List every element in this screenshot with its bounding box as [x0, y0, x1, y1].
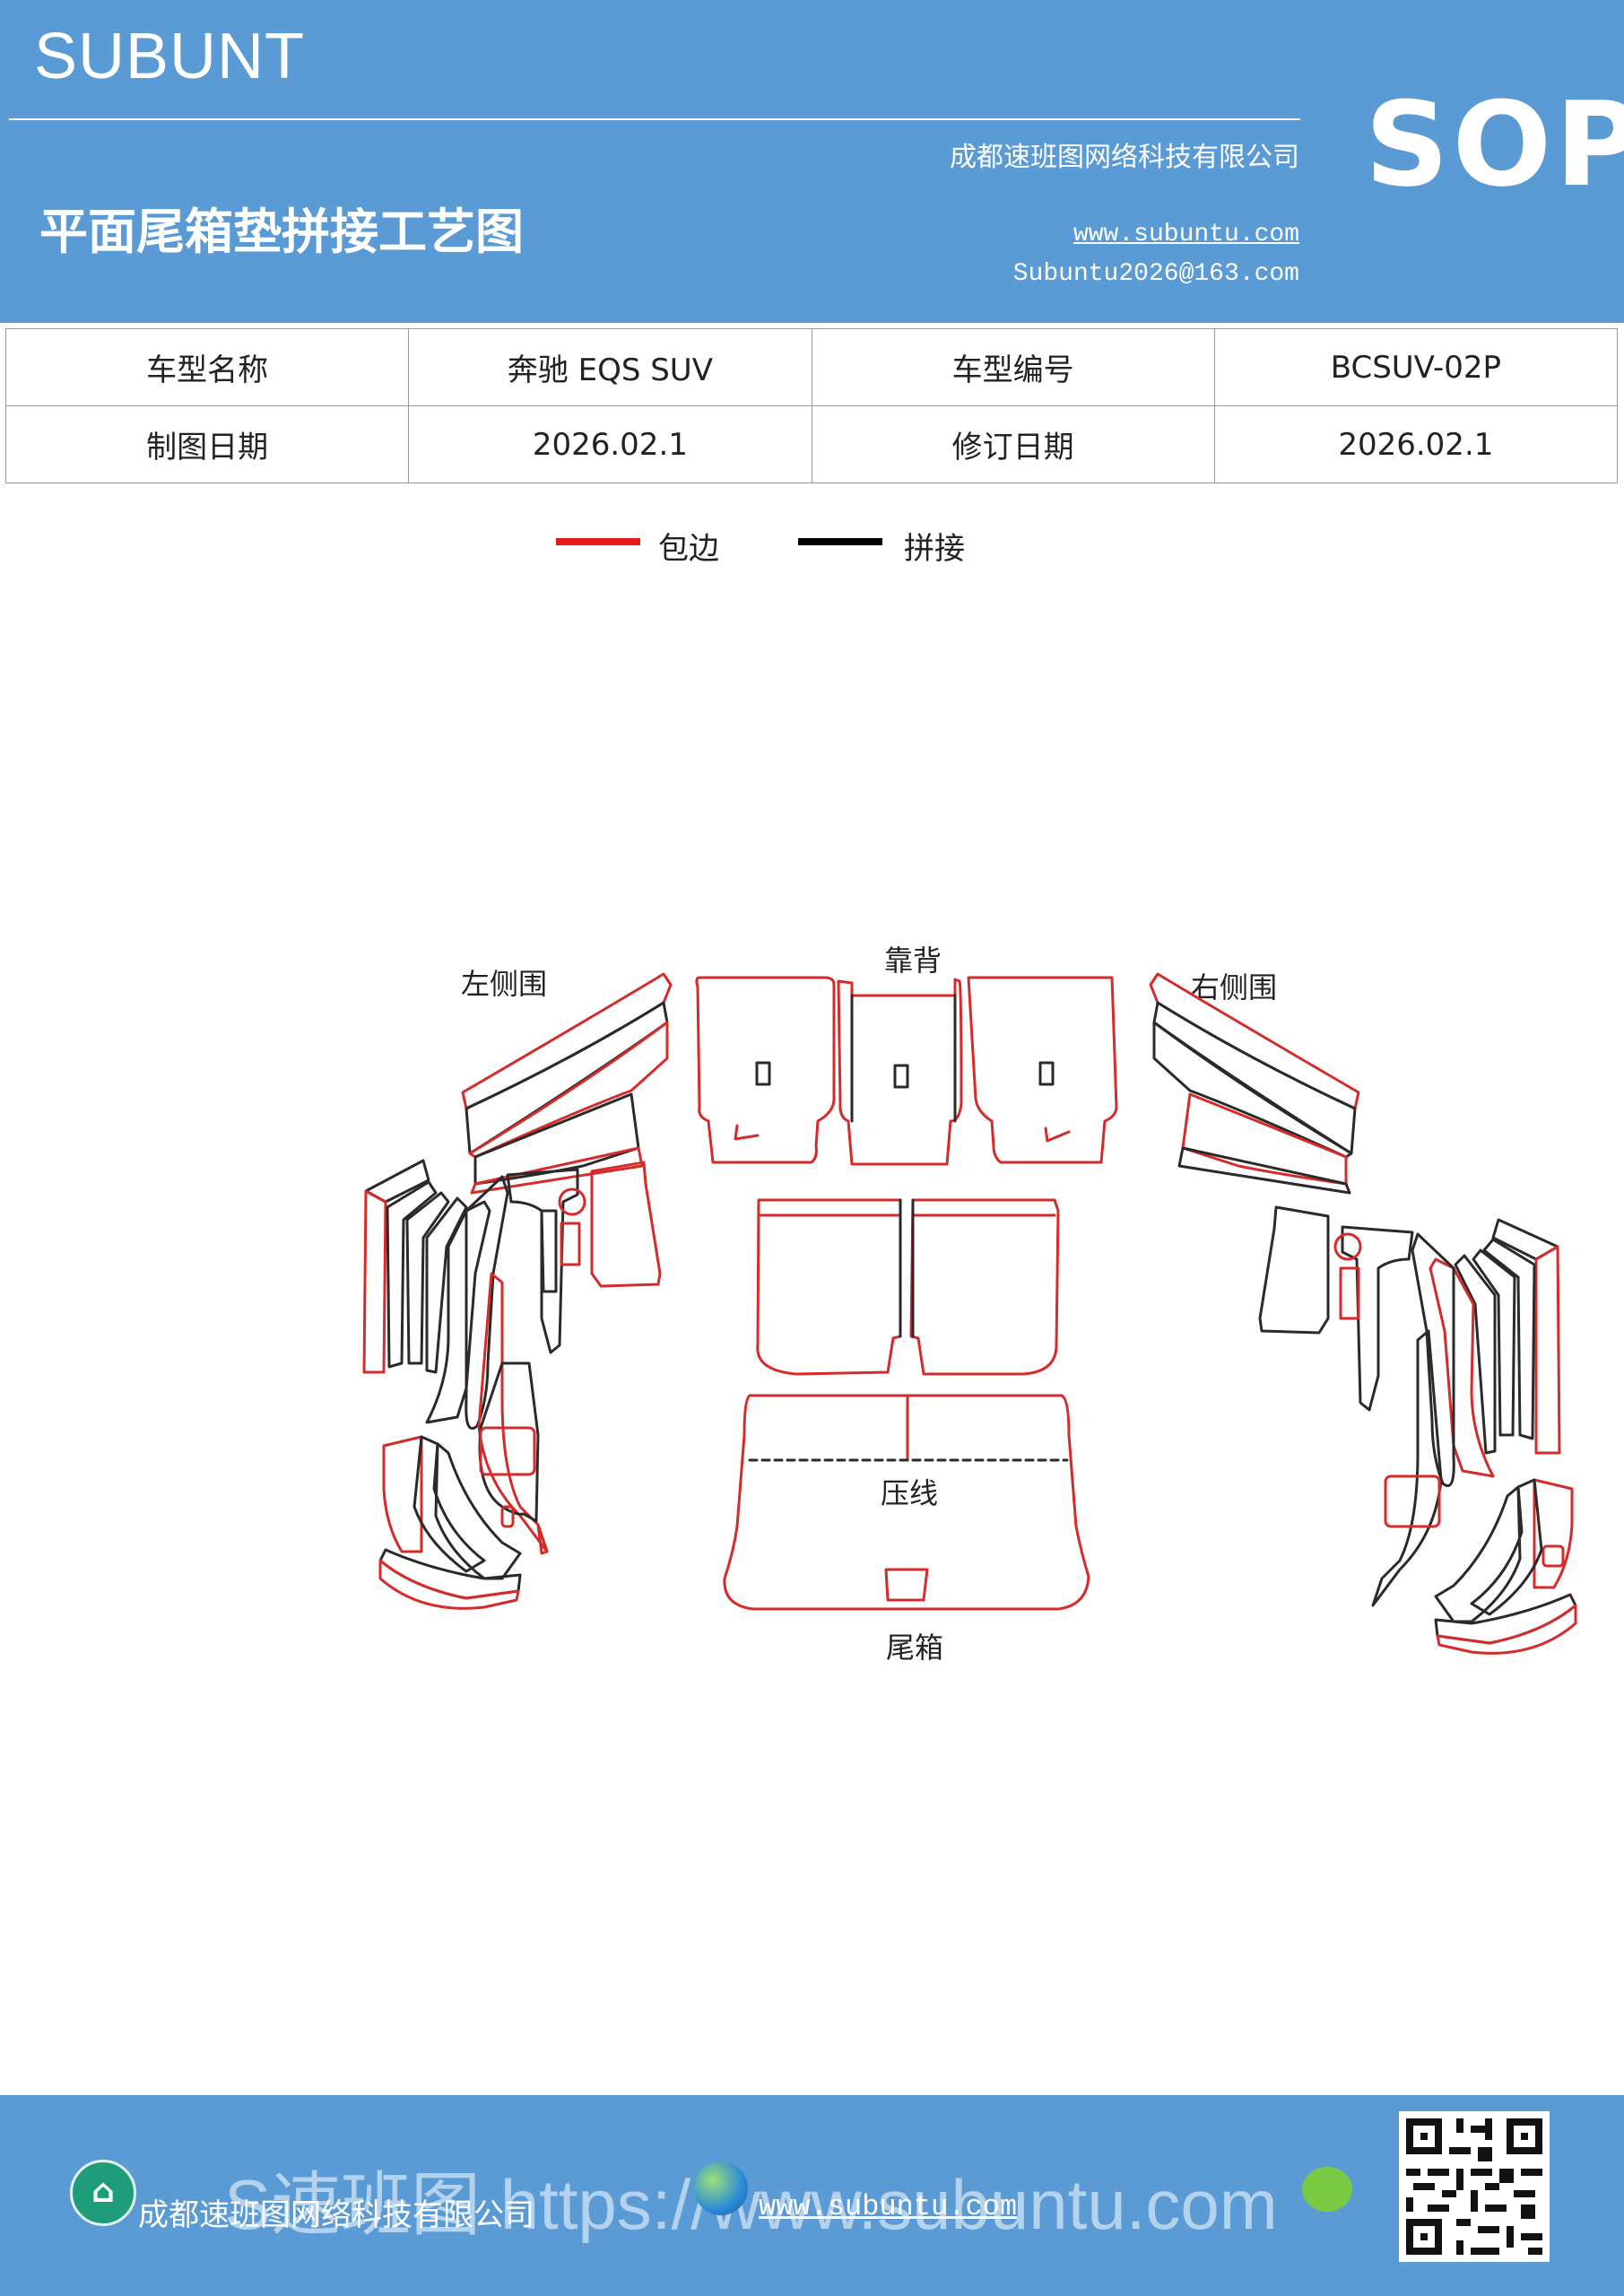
website-link[interactable]: www.subuntu.com [1073, 221, 1299, 248]
trunk-mat-diagram: 左侧围 靠背 右侧围 压线 尾箱 [0, 897, 1624, 1704]
footer-website-link[interactable]: www.subuntu.com [759, 2190, 1018, 2223]
legend-swatch-seam [798, 538, 882, 545]
legend-swatch-edge [556, 538, 640, 545]
globe-icon [694, 2161, 748, 2215]
brand-name: SUBUNT [34, 21, 306, 92]
table-row: 制图日期 2026.02.1 修订日期 2026.02.1 [4, 405, 1619, 483]
header-divider [9, 118, 1300, 120]
label-backrest: 靠背 [884, 944, 942, 978]
footer-watermark: S速班图 https://www.subuntu.com [224, 2165, 1278, 2244]
legend-label-edge: 包边 [658, 531, 719, 567]
left-side-panels [362, 972, 673, 1610]
table-cell: 2026.02.1 [1213, 405, 1619, 483]
table-cell: 修订日期 [811, 405, 1215, 483]
building-icon: ⌂ [70, 2160, 136, 2226]
table-cell: 制图日期 [4, 405, 410, 483]
backrest-panels [695, 976, 1118, 1166]
legend-label-seam: 拼接 [904, 531, 965, 567]
right-side-panels [1149, 972, 1577, 1655]
company-name: 成都速班图网络科技有限公司 [950, 142, 1299, 173]
vehicle-info-table: 车型名称 奔驰 EQS SUV 车型编号 BCSUV-02P 制图日期 2026… [4, 328, 1619, 483]
trunk-floor [723, 1394, 1090, 1611]
footer-company-name: 成都速班图网络科技有限公司 [138, 2197, 534, 2233]
table-cell: 2026.02.1 [408, 405, 812, 483]
sop-badge: SOP [1365, 76, 1624, 213]
qr-code-icon [1399, 2111, 1550, 2262]
header-banner: SUBUNT 平面尾箱垫拼接工艺图 成都速班图网络科技有限公司 www.subu… [0, 0, 1624, 323]
mat-pieces-drawing [362, 972, 1577, 1655]
wechat-icon [1302, 2167, 1352, 2212]
table-cell: 车型编号 [811, 328, 1215, 406]
table-row: 车型名称 奔驰 EQS SUV 车型编号 BCSUV-02P [4, 328, 1619, 406]
label-trunk: 尾箱 [886, 1631, 944, 1665]
footer-banner: S速班图 https://www.subuntu.com ⌂ 成都速班图网络科技… [0, 2095, 1624, 2296]
label-press-line: 压线 [881, 1476, 939, 1510]
table-cell: BCSUV-02P [1213, 328, 1619, 406]
table-cell: 奔驰 EQS SUV [408, 328, 812, 406]
legend: 包边 拼接 [556, 520, 1058, 574]
table-cell: 车型名称 [4, 328, 410, 406]
document-title: 平面尾箱垫拼接工艺图 [39, 203, 524, 260]
label-left-side: 左侧围 [461, 967, 548, 1001]
middle-panels [756, 1198, 1060, 1376]
label-right-side: 右侧围 [1191, 970, 1278, 1004]
contact-email[interactable]: Subuntu2026@163.com [1012, 260, 1299, 288]
